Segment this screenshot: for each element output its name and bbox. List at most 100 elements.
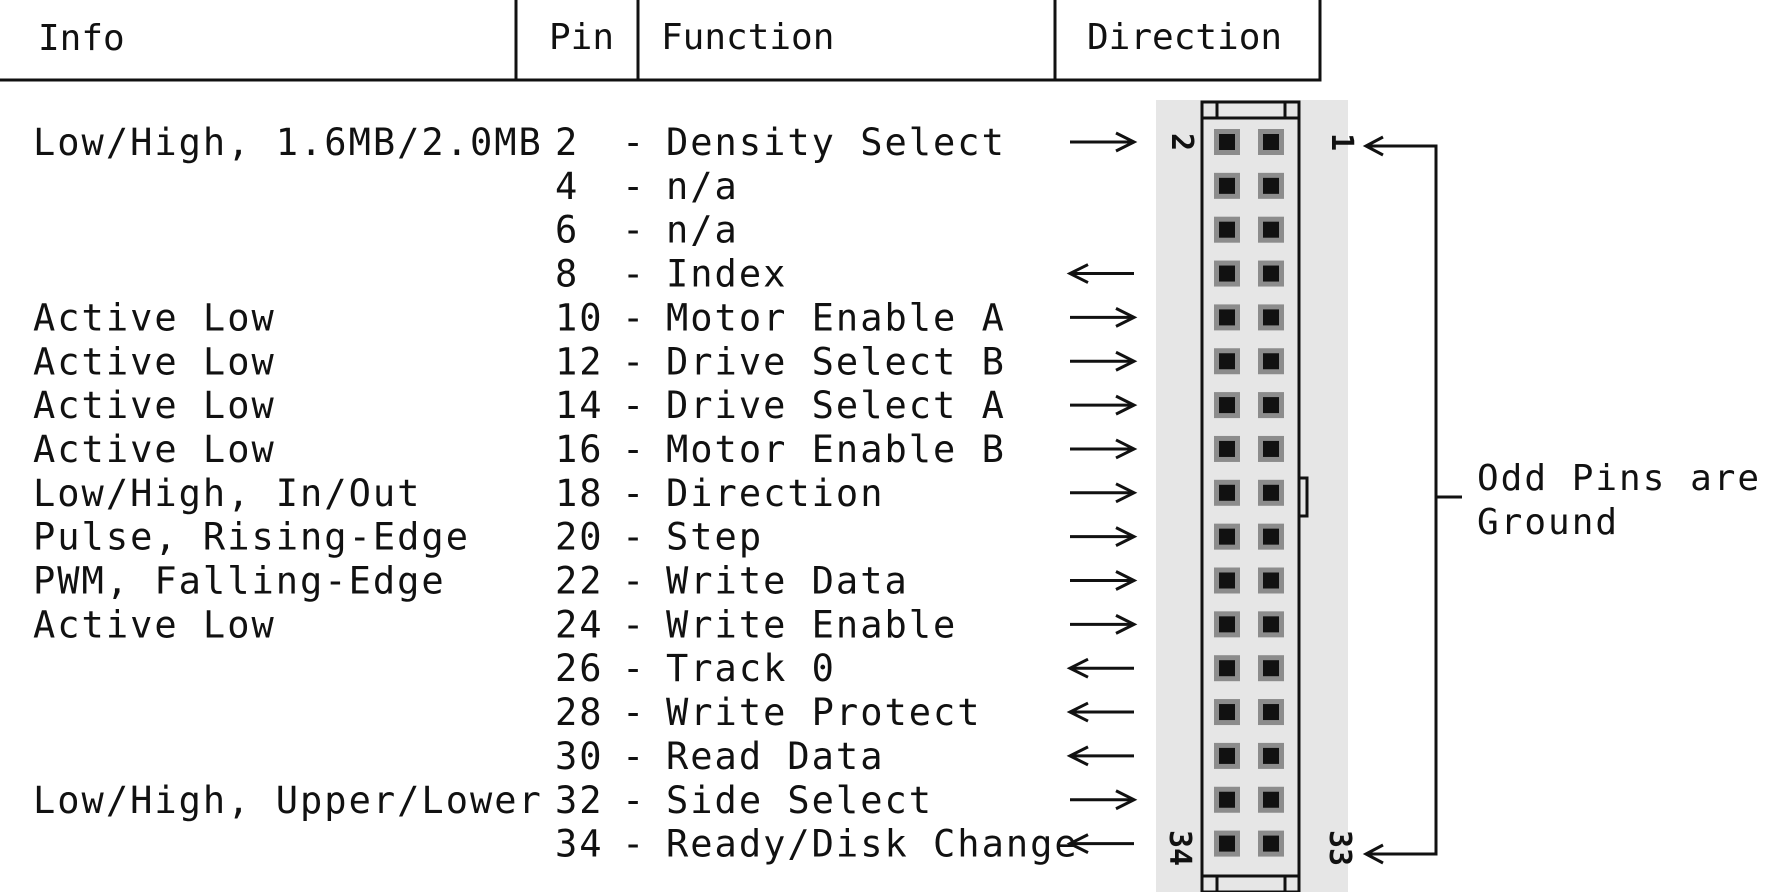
arrow-in-icon <box>1066 263 1134 284</box>
row-pin: 32 <box>555 779 604 822</box>
pin-contact <box>1263 616 1279 633</box>
pin-contact <box>1219 747 1235 764</box>
pin-contact <box>1219 572 1235 589</box>
row-info: Active Low <box>33 603 276 646</box>
pin-row: 6-n/a <box>555 209 739 252</box>
pin-contact <box>1263 177 1279 194</box>
row-dash: - <box>622 121 646 164</box>
row-function: n/a <box>666 209 739 252</box>
row-pin: 8 <box>555 253 579 296</box>
row-pin: 2 <box>555 121 579 164</box>
arrow-out-icon <box>1070 350 1138 372</box>
row-info: Active Low <box>33 384 276 427</box>
row-info: Low/High, 1.6MB/2.0MB <box>33 121 543 164</box>
row-dash: - <box>622 340 646 383</box>
row-pin: 26 <box>555 647 604 690</box>
pin-contact <box>1263 484 1279 501</box>
row-pin: 10 <box>555 296 604 339</box>
row-info: Active Low <box>33 340 276 383</box>
arrow-out-icon <box>1070 307 1138 328</box>
idc-connector: 2 1 34 33 <box>1156 100 1359 892</box>
pin-contact <box>1219 221 1235 238</box>
pin-contact <box>1219 134 1235 150</box>
pin-label-33: 33 <box>1322 830 1357 866</box>
row-pin: 28 <box>555 691 604 734</box>
row-dash: - <box>622 647 646 690</box>
row-pin: 22 <box>555 560 604 603</box>
pin-contact <box>1219 309 1235 326</box>
header-pin: Pin <box>549 17 614 58</box>
row-dash: - <box>622 603 646 646</box>
header-table: Info Pin Function Direction <box>0 0 1322 82</box>
pin-row: 26-Track 0 <box>555 647 1134 690</box>
pin-contact <box>1263 221 1279 238</box>
pin-label-1: 1 <box>1324 133 1359 151</box>
row-function: Direction <box>666 472 884 515</box>
row-dash: - <box>622 691 646 734</box>
row-dash: - <box>622 779 646 822</box>
pin-contact <box>1263 309 1279 326</box>
row-function: Motor Enable A <box>666 296 1006 339</box>
header-info: Info <box>38 18 125 59</box>
pin-contact <box>1263 134 1279 150</box>
pin-row: 34-Ready/Disk Change <box>555 823 1134 866</box>
pin-contact <box>1219 397 1235 414</box>
row-dash: - <box>622 165 646 208</box>
row-dash: - <box>622 296 646 339</box>
row-function: n/a <box>666 165 739 208</box>
row-info: Low/High, Upper/Lower <box>33 779 543 822</box>
row-dash: - <box>622 253 646 296</box>
pin-contact <box>1219 616 1235 633</box>
arrow-out-icon <box>1070 614 1138 635</box>
arrow-out-icon <box>1070 438 1138 460</box>
row-pin: 6 <box>555 209 579 252</box>
pin-row: Active Low 24-Write Enable <box>33 603 1138 646</box>
header-function: Function <box>661 17 834 58</box>
pin-contact <box>1219 484 1235 501</box>
row-dash: - <box>622 823 646 866</box>
pin-contact <box>1263 397 1279 414</box>
row-info: PWM, Falling-Edge <box>33 560 446 603</box>
pin-label-2: 2 <box>1164 133 1199 151</box>
arrow-out-icon <box>1070 131 1138 153</box>
pin-contact <box>1263 791 1279 808</box>
pin-contact <box>1263 265 1279 282</box>
row-pin: 24 <box>555 603 604 646</box>
row-info: Pulse, Rising-Edge <box>33 516 470 559</box>
pin-contact <box>1263 747 1279 764</box>
row-function: Ready/Disk Change <box>666 823 1079 866</box>
ground-bracket: Odd Pins are Ground <box>1362 135 1759 865</box>
row-dash: - <box>622 560 646 603</box>
pin-row: 8-Index <box>555 253 1134 296</box>
row-function: Track 0 <box>666 647 836 690</box>
connector-key-tab <box>1297 476 1309 518</box>
pin-contact <box>1263 660 1279 677</box>
pin-contact <box>1219 528 1235 545</box>
row-pin: 16 <box>555 428 604 471</box>
connector-bottom-notch <box>1215 874 1287 892</box>
pin-row: 28-Write Protect <box>555 691 1134 734</box>
header-border <box>0 0 1322 82</box>
pin-contact <box>1263 353 1279 370</box>
ground-note-line2: Ground <box>1477 502 1619 543</box>
row-function: Read Data <box>666 735 884 778</box>
row-pin: 18 <box>555 472 604 515</box>
ground-arrow-top <box>1362 135 1384 157</box>
row-info: Active Low <box>33 428 276 471</box>
row-function: Motor Enable B <box>666 428 1006 471</box>
pin-contact <box>1219 791 1235 808</box>
connector-top-notch <box>1215 100 1287 120</box>
row-dash: - <box>622 428 646 471</box>
pin-contact <box>1219 704 1235 721</box>
pin-contact <box>1219 440 1235 457</box>
row-function: Write Enable <box>666 603 957 646</box>
